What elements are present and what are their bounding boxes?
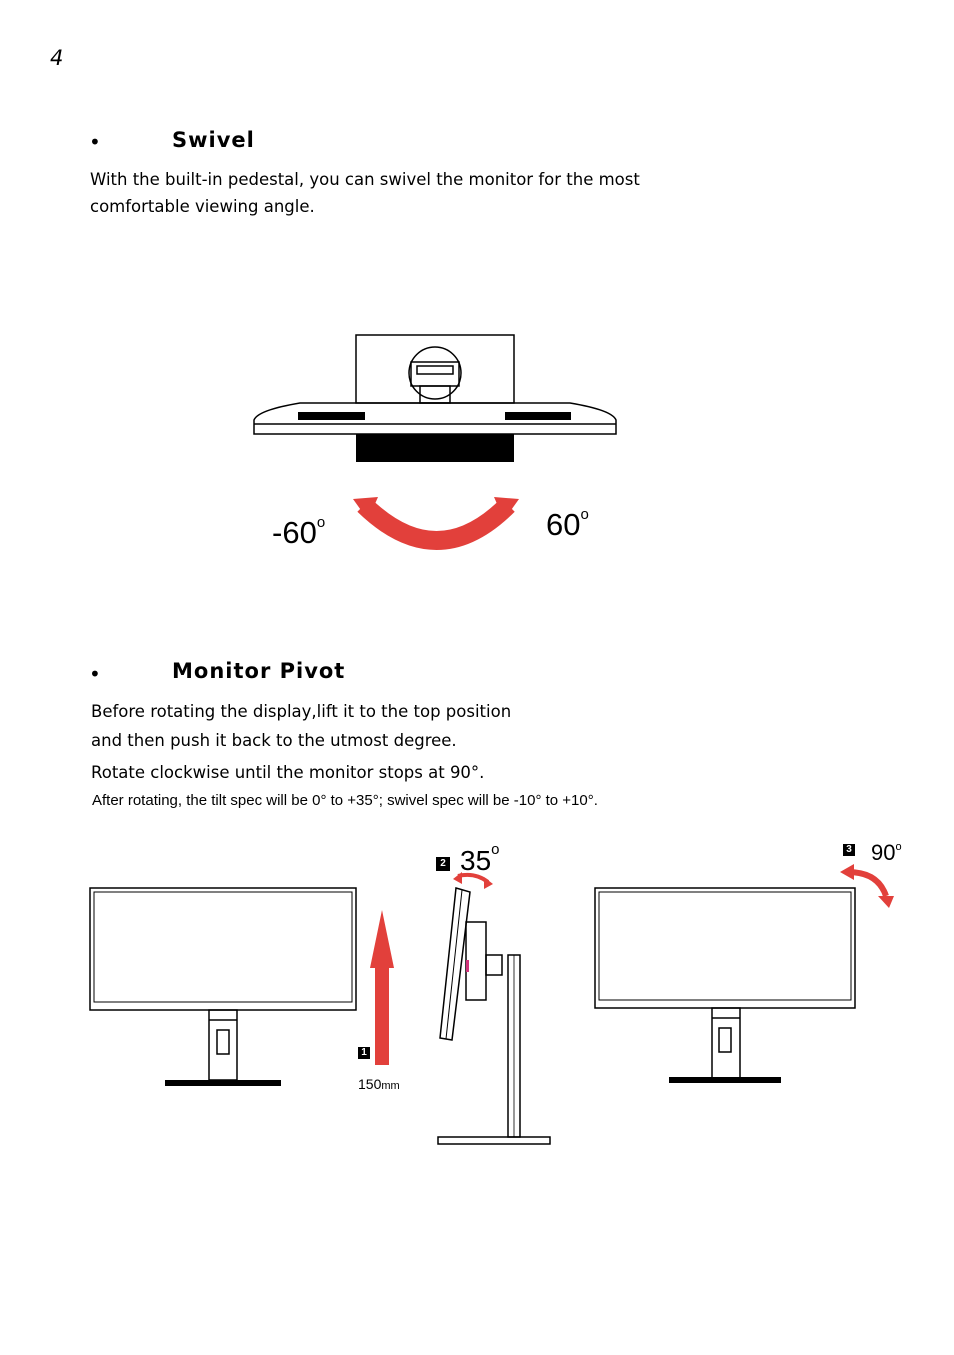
step-1-height-label: 150mm <box>358 1076 400 1092</box>
swivel-paragraph-line1: With the built-in pedestal, you can swiv… <box>90 170 640 189</box>
pivot-line3: Rotate clockwise until the monitor stops… <box>91 763 485 782</box>
step-2-angle: 35o <box>460 841 500 876</box>
speaker-left <box>298 412 365 420</box>
tilt-arrow <box>453 872 493 889</box>
monitor-base-3 <box>669 1077 781 1083</box>
step-3-badge: 3 <box>843 844 855 856</box>
step-3-angle: 90o <box>871 840 902 865</box>
swivel-heading: Swivel <box>172 128 255 152</box>
page-number: 4 <box>50 46 64 70</box>
monitor-base-1 <box>165 1080 281 1086</box>
swivel-paragraph-line2: comfortable viewing angle. <box>90 197 315 216</box>
speaker-right <box>505 412 571 420</box>
step-2-badge: 2 <box>436 857 450 871</box>
swivel-arrow <box>353 497 519 550</box>
swivel-angle-left: -60o <box>272 514 326 550</box>
monitor-top-view <box>253 334 617 435</box>
lift-arrow <box>370 910 394 1065</box>
monitor-front-view-3 <box>594 887 856 1079</box>
stand-base <box>356 434 514 462</box>
swivel-angle-right: 60o <box>546 506 589 542</box>
pivot-arrow <box>840 864 894 908</box>
pivot-bullet: • <box>89 662 101 686</box>
pivot-line2: and then push it back to the utmost degr… <box>91 731 457 750</box>
pivot-line1: Before rotating the display,lift it to t… <box>91 702 512 721</box>
step-1-badge: 1 <box>358 1047 370 1059</box>
monitor-front-view-1 <box>89 887 357 1081</box>
monitor-side-view <box>437 887 551 1145</box>
pivot-line4: After rotating, the tilt spec will be 0°… <box>92 792 598 809</box>
pivot-heading: Monitor Pivot <box>172 659 346 683</box>
swivel-bullet: • <box>89 130 101 154</box>
indicator-mark <box>466 960 469 972</box>
